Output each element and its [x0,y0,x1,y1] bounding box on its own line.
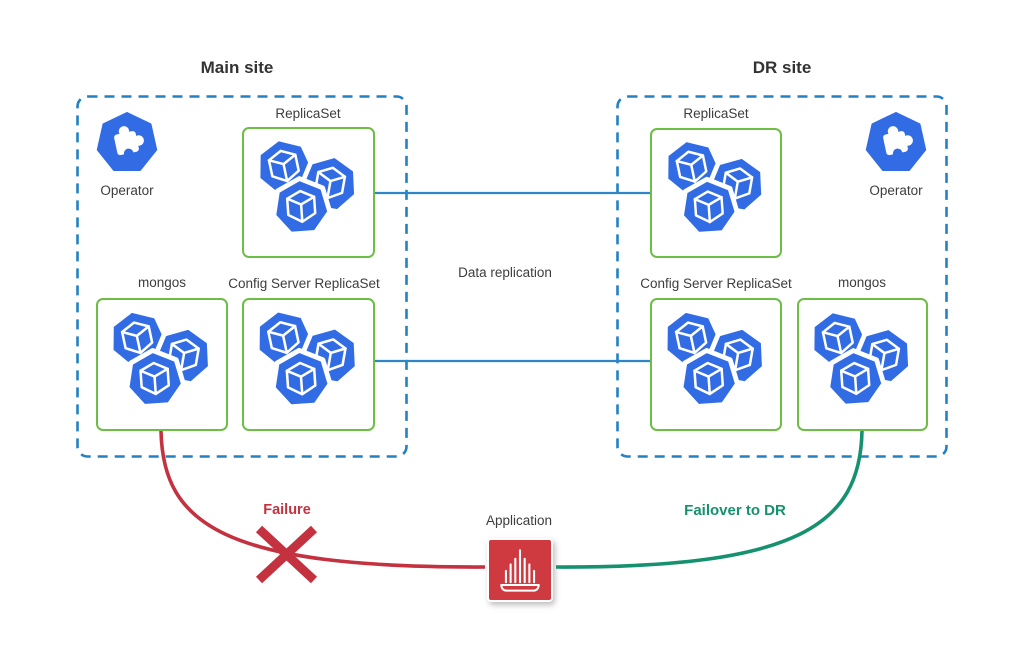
operator-icon [96,112,158,171]
building-icon [500,549,540,592]
failure-curve [159,430,486,569]
operator-label: Operator [869,183,923,198]
replicaset-label: ReplicaSet [683,106,749,121]
pod-cluster-icon [652,300,780,429]
pod-cluster-icon [244,300,373,429]
main-site-title: Main site [200,58,274,77]
pod-cluster-icon [652,130,780,256]
pod-cluster-icon [244,129,373,256]
dr-mongos-box [797,298,928,431]
operator-icon [865,112,927,171]
config-server-label: Config Server ReplicaSet [640,276,792,291]
dr-site-title: DR site [752,58,812,77]
main-site-border [76,95,408,458]
failure-label: Failure [263,502,311,518]
failover-curve [555,430,864,569]
config-server-label: Config Server ReplicaSet [228,276,380,291]
dr-config-server-box [650,298,782,431]
main-config-server-box [242,298,375,431]
replicaset-label: ReplicaSet [275,106,341,121]
mongos-label: mongos [837,275,887,290]
failure-x-icon [255,525,318,584]
pod-cluster-icon [98,300,226,429]
main-mongos-box [96,298,228,431]
data-replication-label: Data replication [458,265,552,280]
dr-replicaset-box [650,128,782,258]
application-icon [487,538,553,602]
failover-label: Failover to DR [684,502,786,519]
main-replicaset-box [242,127,375,258]
operator-label: Operator [100,183,154,198]
application-label: Application [485,513,553,528]
mongos-label: mongos [137,275,187,290]
pod-cluster-icon [799,300,926,429]
dr-site-border [616,95,948,458]
